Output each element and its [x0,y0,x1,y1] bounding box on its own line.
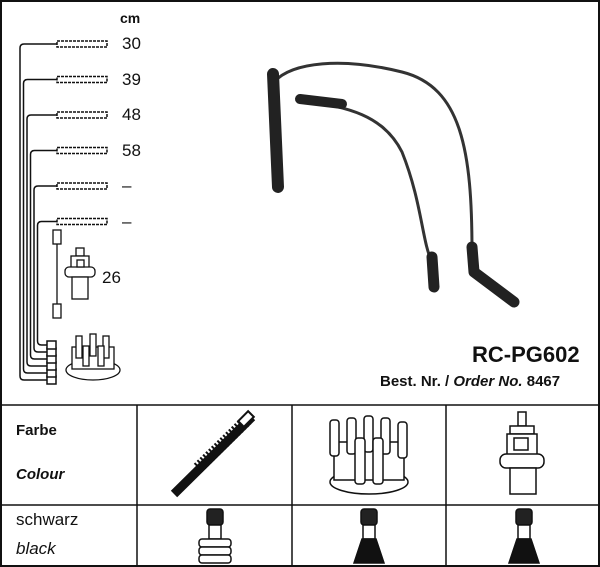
ignition-lead-set [267,61,520,308]
plug-connector [56,75,108,84]
table-grid [2,404,598,565]
ignition-coil-small [52,229,96,319]
order-label-de: Best. Nr. / [380,373,450,390]
ignition-coil-icon [499,411,545,495]
order-label-en: Order No. [453,373,523,390]
header-colour-de: Farbe [16,422,57,439]
wire-lead [36,220,57,346]
plug-connector [56,40,108,48]
lead-length: – [122,176,132,195]
cap-connector [46,340,57,350]
distributor-cap-icon [329,415,409,495]
wire-leads [19,40,108,385]
wire-lead [26,114,57,367]
product-code: RC-PG602 [472,342,580,367]
lead-length: 39 [122,69,141,89]
coil-lead-length: 26 [102,268,121,287]
colour-de: schwarz [16,510,79,529]
boot-connector-icons [198,508,541,564]
lead-length: 30 [122,34,141,53]
unit-label: cm [120,10,141,26]
plug-connector [56,217,108,226]
wire-lead [19,43,57,381]
distributor-cap-small [65,333,121,381]
colour-en: black [16,539,56,558]
header-colour-en: Colour [16,466,65,483]
spark-plug-icon [170,409,256,498]
plug-connector [56,146,108,155]
lead-length: 58 [122,140,141,160]
wire-lead [33,185,57,353]
order-number: 8467 [526,373,561,390]
order-number-line: Best. Nr. / Order No. 8467 [380,373,560,390]
wire-lead [29,149,57,360]
wire-lead [22,78,57,374]
plug-connector [56,111,108,119]
lead-length: – [122,211,132,231]
plug-connector [56,182,108,190]
lead-length: 48 [122,105,141,124]
